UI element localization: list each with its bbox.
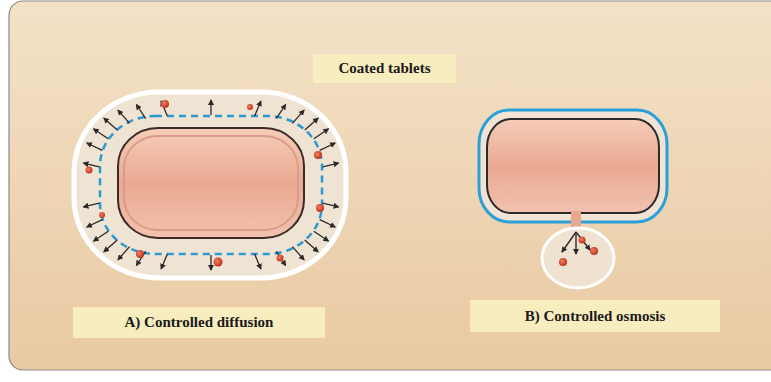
diffusion-arrow xyxy=(136,104,145,118)
semipermeable-coat xyxy=(479,110,667,222)
caption-box: A) Controlled diffusion xyxy=(73,307,325,338)
diffusion-arrow xyxy=(255,254,261,269)
diffusion-arrow xyxy=(104,118,117,130)
diffusion-arrow xyxy=(118,110,130,123)
diffusion-arrow xyxy=(305,118,318,130)
diffusion-arrow xyxy=(87,143,103,150)
panel xyxy=(9,1,771,370)
diffusion-arrow xyxy=(292,110,304,123)
diffusion-arrow xyxy=(210,100,211,115)
tablet-core xyxy=(118,128,304,238)
diffusion-arrow xyxy=(83,163,99,167)
diffusion-arrow xyxy=(161,254,167,269)
dashed-membrane xyxy=(100,116,322,254)
diffusion-arrow xyxy=(320,143,336,150)
caption-box-text: A) Controlled diffusion xyxy=(125,313,274,332)
title-box-text: Coated tablets xyxy=(338,60,430,77)
title-box: Coated tablets xyxy=(313,54,456,83)
osmosis-arrows xyxy=(562,232,590,254)
diffusion-arrow xyxy=(104,240,117,252)
diffusion-arrow xyxy=(87,220,103,227)
drug-particles xyxy=(559,237,598,267)
drug-particles xyxy=(86,100,325,267)
diffusion-arrow xyxy=(314,231,329,241)
core-rim xyxy=(124,136,298,230)
diffusion-arrow xyxy=(320,220,336,227)
diffusion-arrow xyxy=(276,251,285,265)
diffusion-arrow xyxy=(94,231,109,241)
caption-box: B) Controlled osmosis xyxy=(470,300,720,332)
diffusion-arrow xyxy=(210,255,211,270)
caption-box-text: B) Controlled osmosis xyxy=(525,306,666,326)
release-bubble xyxy=(542,228,614,288)
diffusion-arrow xyxy=(276,104,285,118)
diffusion-arrows xyxy=(83,100,338,270)
tablet-core xyxy=(487,119,659,213)
diffusion-arrow xyxy=(292,247,304,260)
diffusion-arrow xyxy=(118,247,130,260)
diffusion-arrow xyxy=(83,203,99,207)
diffusion-arrow xyxy=(305,240,318,252)
diffusion-arrow xyxy=(323,163,339,167)
diffusion-arrow xyxy=(255,101,261,116)
diffusion-arrow xyxy=(94,129,109,139)
diffusion-arrow xyxy=(314,129,329,139)
tablet-coat xyxy=(74,92,346,278)
diffusion-arrow xyxy=(323,203,339,207)
